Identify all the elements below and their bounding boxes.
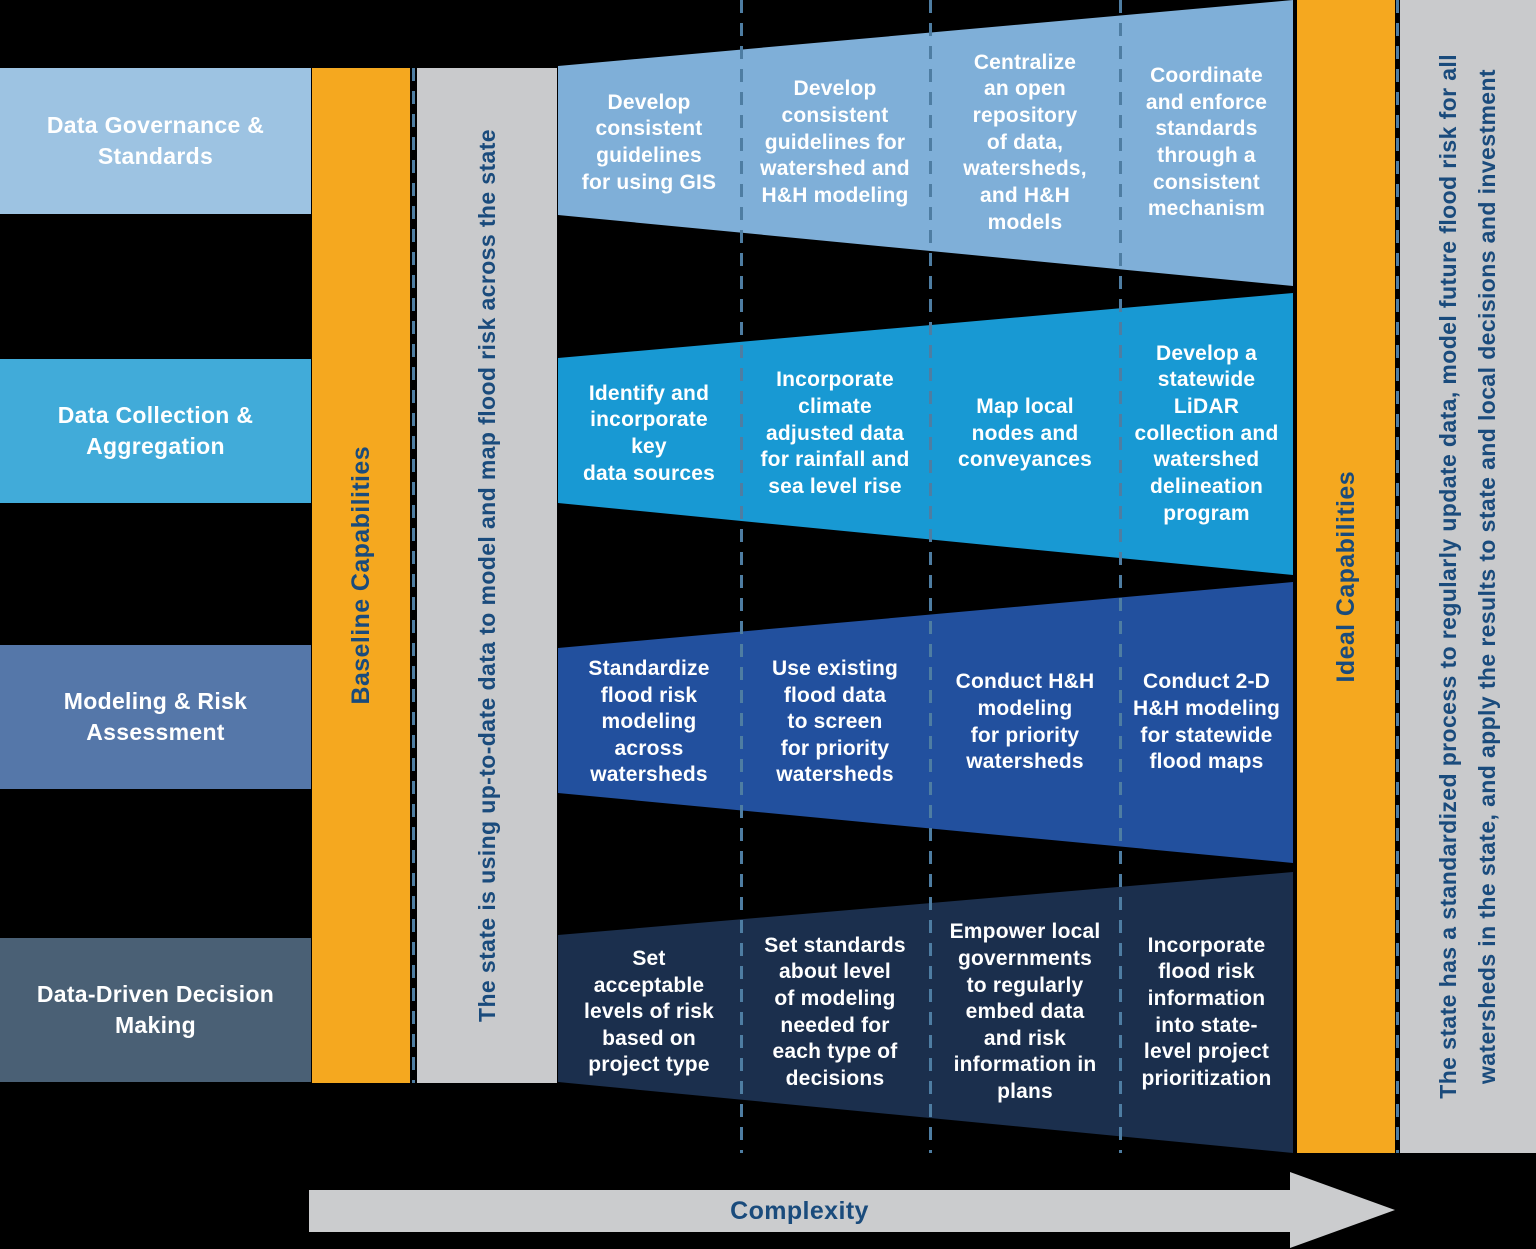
- row-label-data-collection: Data Collection & Aggregation: [0, 359, 311, 503]
- complexity-arrow: Complexity: [309, 1190, 1290, 1232]
- row-label-modeling-risk: Modeling & Risk Assessment: [0, 645, 311, 789]
- wedge-step: Develop consistent guidelines for using …: [581, 90, 717, 194]
- complexity-arrow-head-icon: [1290, 1172, 1395, 1248]
- ideal-caption-bar: The state has a standardized process to …: [1400, 0, 1536, 1153]
- wedge-step: Set standards about level of modeling ne…: [764, 933, 906, 1090]
- baseline-divider-line: [412, 68, 415, 1083]
- wedge-step: Incorporate climate adjusted data for ra…: [760, 368, 910, 498]
- ideal-capabilities-bar: Ideal Capabilities: [1297, 0, 1395, 1153]
- ideal-divider-line: [1396, 0, 1399, 1153]
- wedge-step: Empower local governments to regularly e…: [949, 920, 1101, 1104]
- ideal-capabilities-label: Ideal Capabilities: [1331, 470, 1360, 683]
- wedge-modeling-risk: Standardize flood risk modeling across w…: [558, 582, 1293, 863]
- wedge-step: Coordinate and enforce standards through…: [1145, 64, 1268, 221]
- baseline-capabilities-bar: Baseline Capabilities: [312, 68, 410, 1083]
- column-divider-line: [1119, 0, 1122, 1153]
- ideal-caption-text-line1: The state has a standardized process to …: [1435, 54, 1461, 1099]
- row-label-data-driven-decision: Data-Driven Decision Making: [0, 938, 311, 1082]
- row-label-data-governance: Data Governance & Standards: [0, 68, 311, 214]
- wedge-step: Conduct 2-D H&H modeling for statewide f…: [1132, 670, 1281, 774]
- wedge-step: Develop a statewide LiDAR collection and…: [1134, 341, 1279, 525]
- wedge-step: Use existing flood data to screen for pr…: [771, 656, 899, 787]
- column-divider-line: [740, 0, 743, 1153]
- wedge-data-driven-decision: Set acceptable levels of risk based on p…: [558, 872, 1293, 1153]
- wedge-step: Develop consistent guidelines for waters…: [760, 77, 910, 207]
- wedge-step: Centralize an open repository of data, w…: [963, 50, 1087, 234]
- baseline-caption-text: The state is using up-to-date data to mo…: [473, 129, 500, 1022]
- wedge-step: Identify and incorporate key data source…: [583, 381, 715, 485]
- complexity-axis-label: Complexity: [730, 1196, 869, 1225]
- baseline-caption-bar: The state is using up-to-date data to mo…: [417, 68, 557, 1083]
- wedge-step: Set acceptable levels of risk based on p…: [583, 946, 715, 1077]
- wedge-step: Conduct H&H modeling for priority waters…: [955, 670, 1095, 774]
- column-divider-line: [929, 0, 932, 1153]
- ideal-caption-text-line2: watersheds in the state, and apply the r…: [1474, 68, 1500, 1085]
- baseline-capabilities-label: Baseline Capabilities: [346, 446, 375, 705]
- wedge-data-collection: Identify and incorporate key data source…: [558, 293, 1293, 575]
- wedge-step: Incorporate flood risk information into …: [1141, 933, 1272, 1090]
- wedge-data-governance: Develop consistent guidelines for using …: [558, 0, 1293, 286]
- wedge-step: Standardize flood risk modeling across w…: [588, 656, 710, 787]
- wedge-step: Map local nodes and conveyances: [957, 395, 1093, 472]
